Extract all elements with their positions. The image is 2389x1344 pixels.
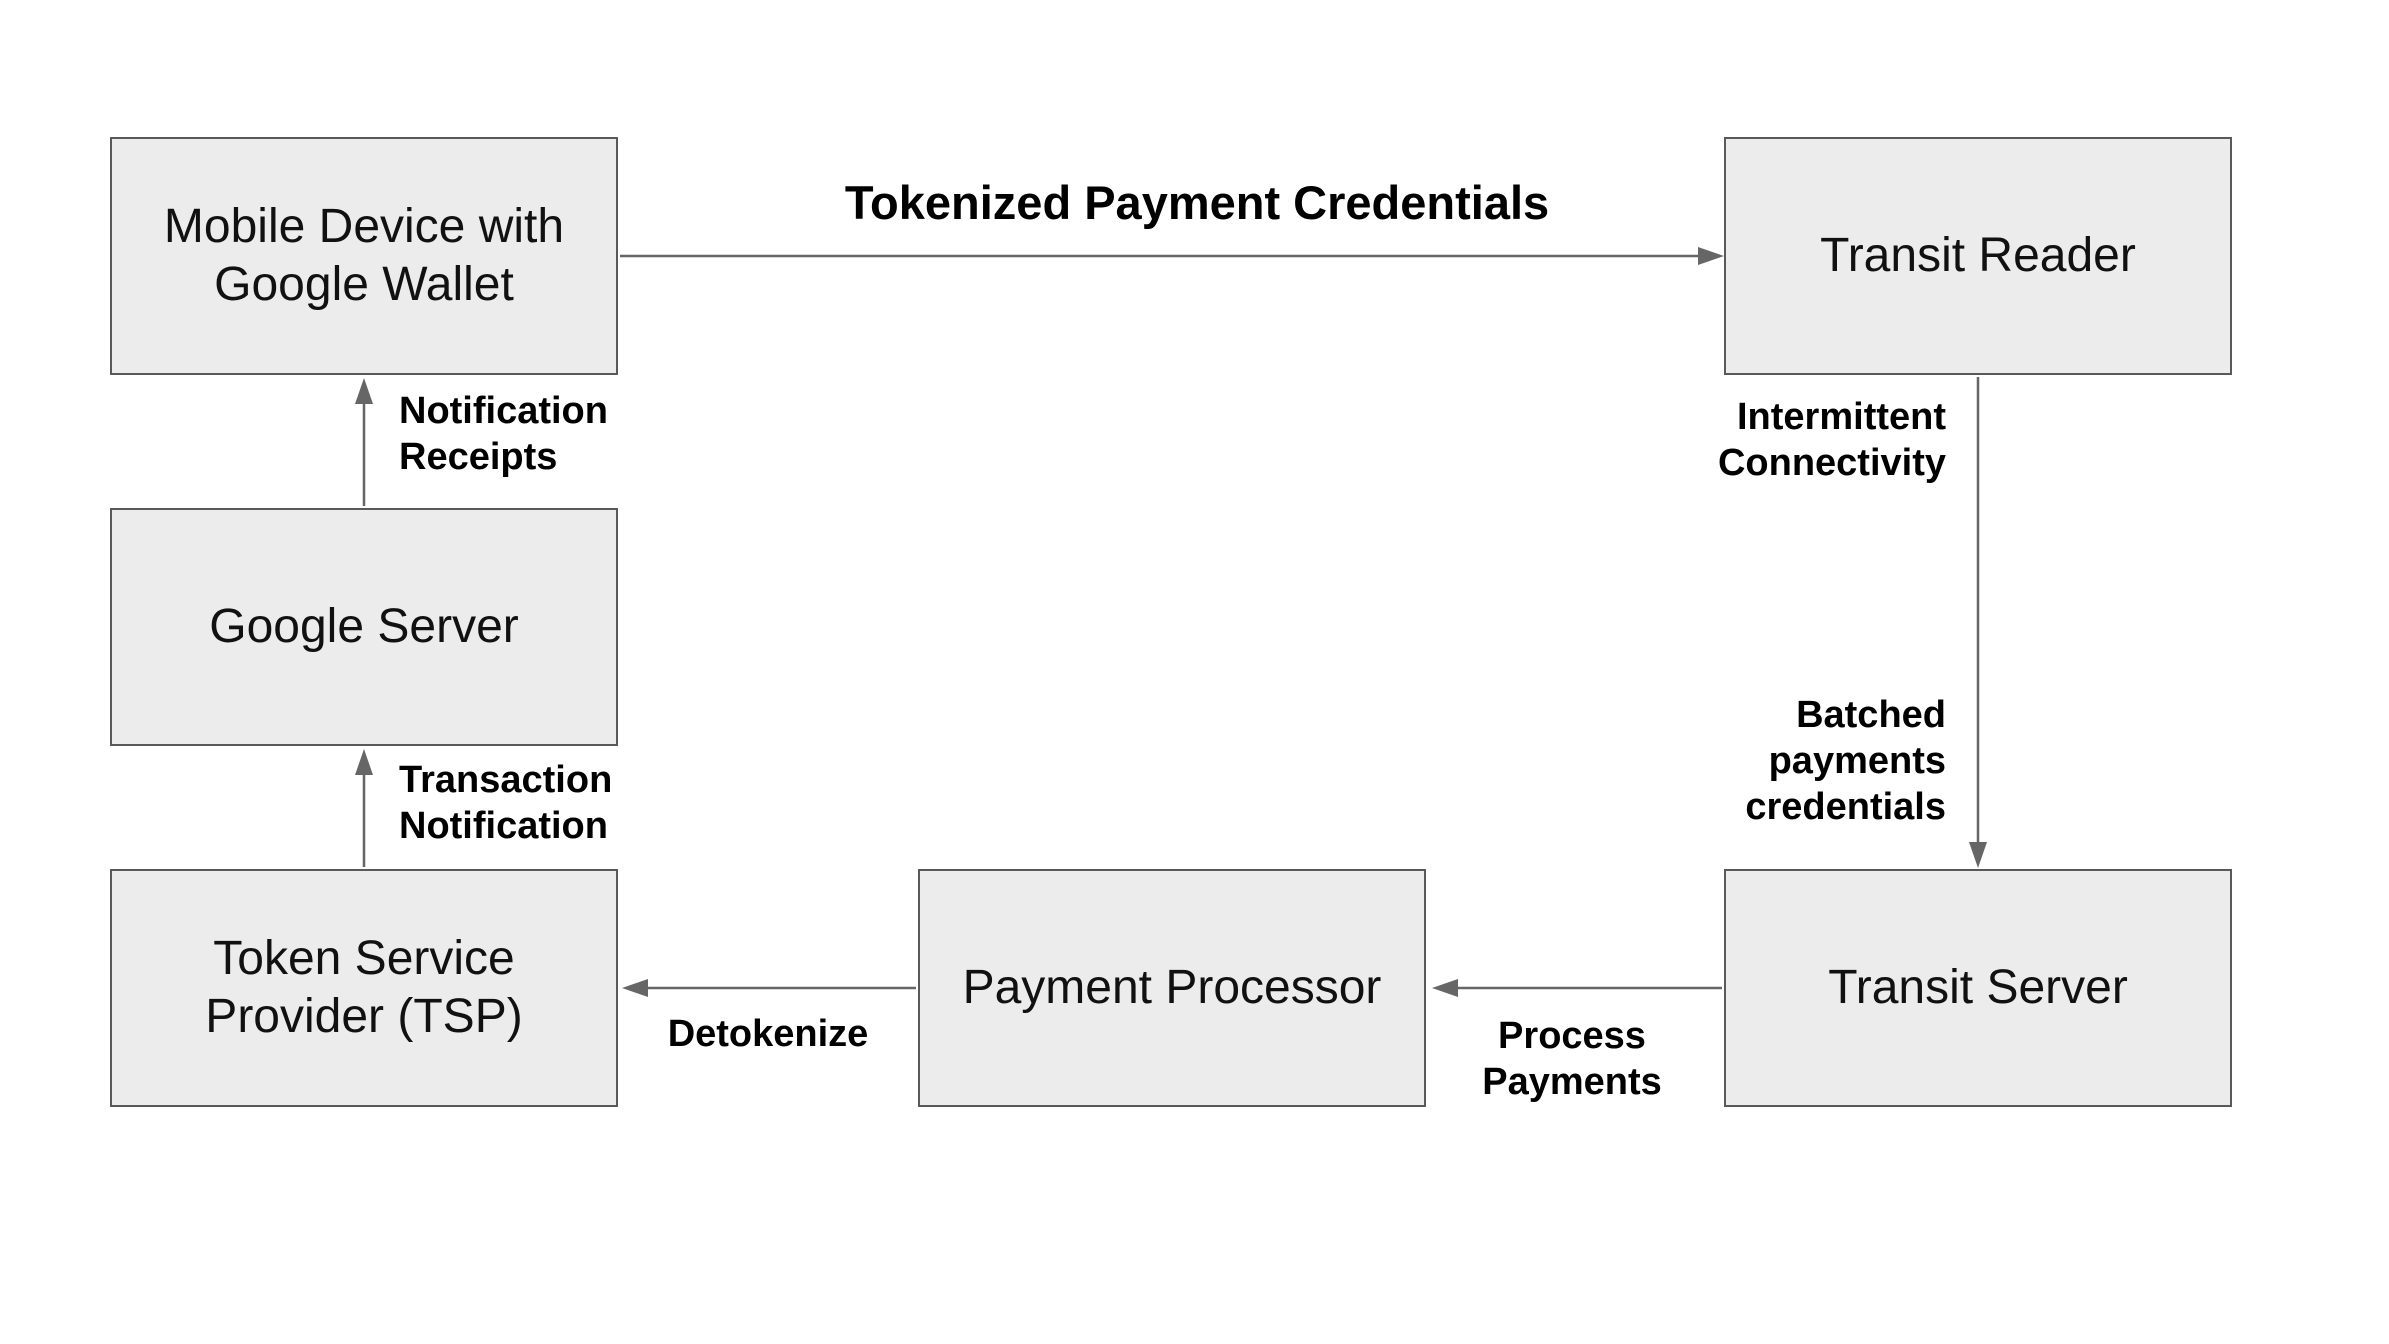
edge-label-detokenize: Detokenize — [667, 1013, 869, 1055]
arrow-process-payments — [1432, 979, 1722, 997]
node-transit-reader: Transit Reader — [1724, 137, 2232, 375]
node-label: Token Service Provider (TSP) — [205, 932, 523, 1043]
node-transit-server: Transit Server — [1724, 869, 2232, 1107]
node-label: Transit Reader — [1820, 229, 2136, 283]
edge-label-tokenized-payment-credentials: Tokenized Payment Credentials — [844, 176, 1550, 229]
arrow-transaction-notification — [355, 749, 373, 867]
node-label: Payment Processor — [962, 961, 1382, 1015]
arrow-detokenize — [622, 979, 916, 997]
node-google-server: Google Server — [110, 508, 618, 746]
node-payment-processor: Payment Processor — [918, 869, 1426, 1107]
node-mobile-device-google-wallet: Mobile Device with Google Wallet — [110, 137, 618, 375]
node-label: Google Server — [209, 600, 519, 654]
edge-label-transaction-notification: Transaction Notification — [399, 759, 613, 847]
arrow-reader-to-transit-server — [1969, 377, 1987, 868]
arrow-notification-receipts — [355, 378, 373, 506]
node-label: Mobile Device with Google Wallet — [163, 200, 565, 311]
edge-label-notification-receipts: Notification Receipts — [399, 390, 608, 478]
node-token-service-provider: Token Service Provider (TSP) — [110, 869, 618, 1107]
edge-label-process-payments: Process Payments — [1482, 1015, 1662, 1103]
edge-label-intermittent-connectivity: Intermittent Connectivity — [1717, 396, 1946, 484]
node-label: Transit Server — [1828, 961, 2128, 1015]
arrow-tokenized-payment-credentials — [620, 247, 1724, 265]
edge-label-batched-payments-credentials: Batched payments credentials — [1745, 694, 1946, 828]
